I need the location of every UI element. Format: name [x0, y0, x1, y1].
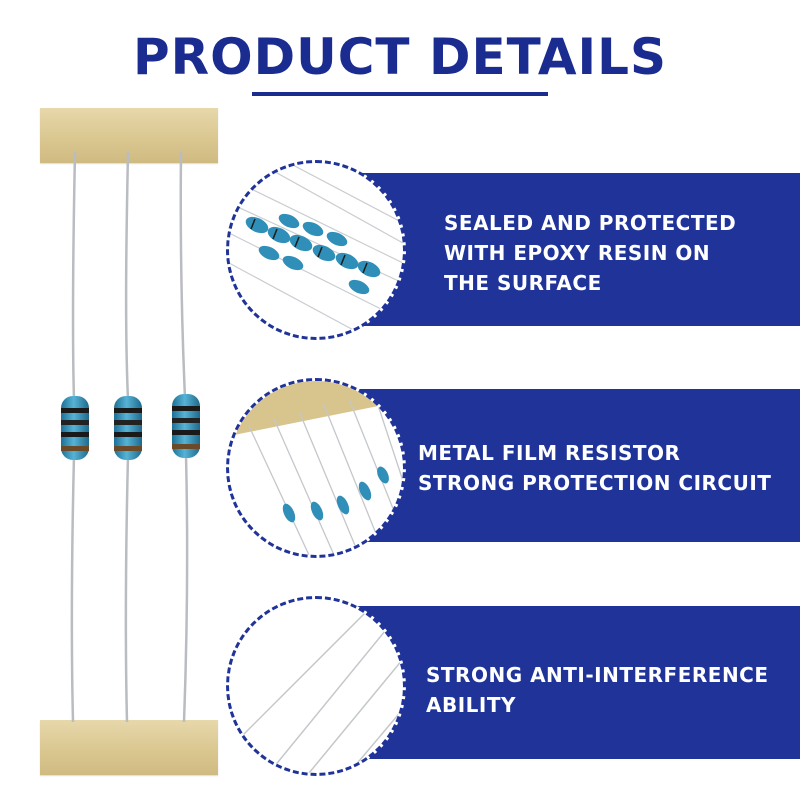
page-title: PRODUCT DETAILS	[132, 28, 668, 86]
resistor-lead	[124, 151, 130, 723]
title-underline	[252, 92, 548, 96]
resistor-tape-row-closeup-icon	[226, 378, 406, 558]
resistor	[114, 396, 142, 460]
feature-line: ABILITY	[426, 693, 516, 717]
resistor-cluster-closeup-icon	[226, 160, 406, 340]
resistor-lead	[179, 151, 189, 723]
resistor-product-photo	[61, 151, 200, 723]
resistor	[172, 394, 200, 458]
feature-line: STRONG ANTI-INTERFERENCE	[426, 663, 769, 687]
resistor	[61, 396, 89, 460]
feature-line: THE SURFACE	[444, 271, 602, 295]
feature-text-3: STRONG ANTI-INTERFERENCE ABILITY	[426, 660, 769, 720]
resistor-lead	[70, 151, 77, 723]
feature-line: METAL FILM RESISTOR	[418, 441, 681, 465]
paper-tape-bottom	[40, 720, 218, 775]
feature-text-1: SEALED AND PROTECTED WITH EPOXY RESIN ON…	[444, 208, 736, 298]
resistor-leads-closeup-icon	[226, 596, 406, 776]
feature-line: WITH EPOXY RESIN ON	[444, 241, 711, 265]
feature-text-2: METAL FILM RESISTOR STRONG PROTECTION CI…	[418, 438, 771, 498]
feature-line: SEALED AND PROTECTED	[444, 211, 737, 235]
feature-line: STRONG PROTECTION CIRCUIT	[418, 471, 772, 495]
